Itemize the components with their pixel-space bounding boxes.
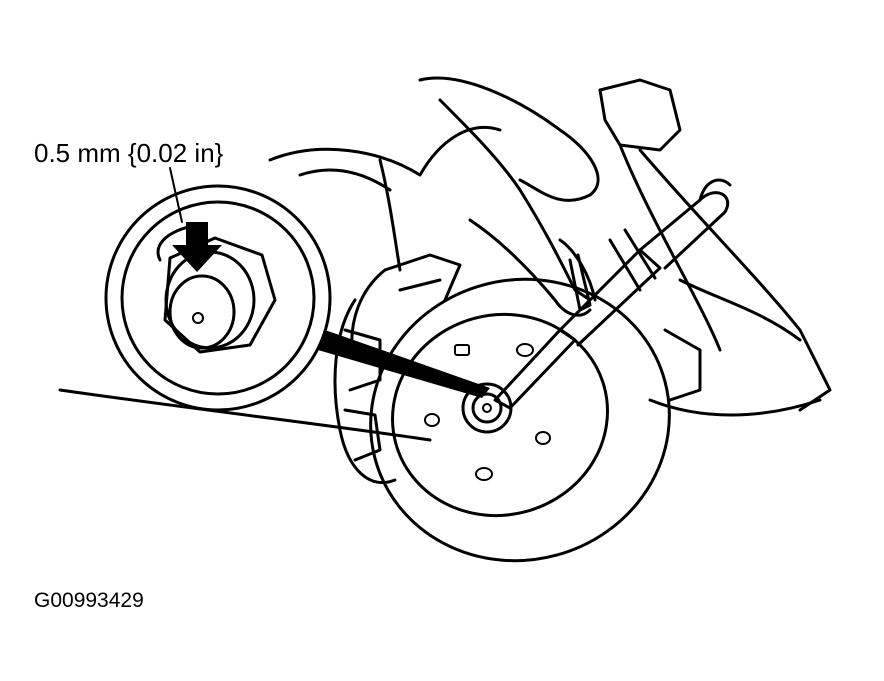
dimension-leader-line [169,167,183,223]
callout-pointer [318,330,490,398]
down-arrow-icon [172,222,222,272]
chisel-and-hammer [418,76,732,410]
knuckle-housing [58,78,832,442]
figure-id: G00993429 [34,589,144,612]
dimension-label: 0.5 mm {0.02 in} [34,138,224,168]
magnified-inset [104,184,332,412]
brake-disc [369,277,671,563]
